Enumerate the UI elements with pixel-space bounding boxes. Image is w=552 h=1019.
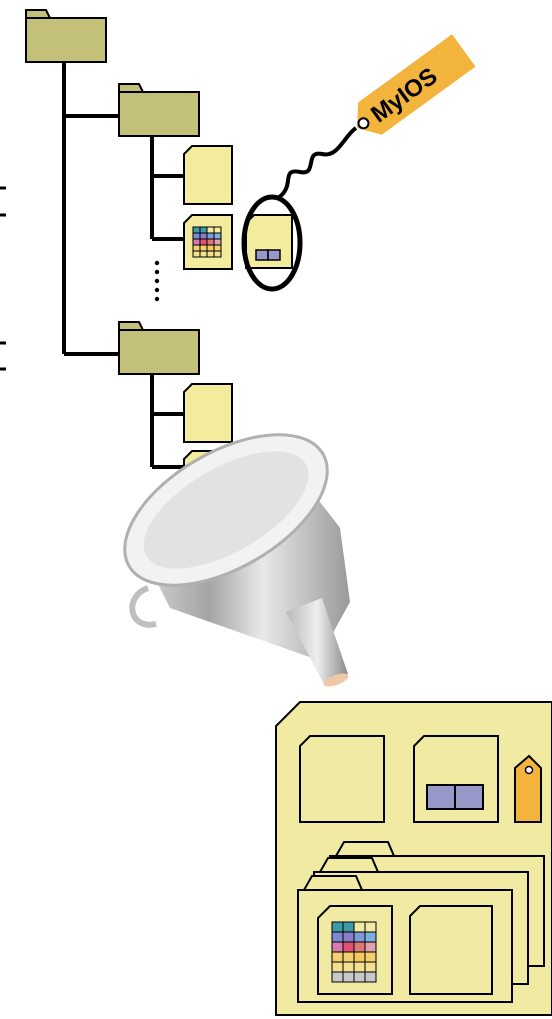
left-edge-marks xyxy=(0,188,6,369)
subfolder-2-icon xyxy=(119,322,199,374)
tag-icon xyxy=(515,756,541,822)
table-document-icon xyxy=(184,215,232,269)
document-icon xyxy=(300,736,384,822)
funnel-icon xyxy=(100,404,352,689)
vertical-ellipsis xyxy=(155,261,159,301)
document-icon xyxy=(184,384,232,442)
root-folder-icon xyxy=(26,10,106,62)
table-document-icon xyxy=(318,906,392,994)
tagged-document-icon xyxy=(414,736,498,822)
bundle-icon xyxy=(276,702,552,1015)
tagged-document-icon xyxy=(246,215,292,268)
document-icon xyxy=(410,906,492,994)
document-icon xyxy=(184,146,232,204)
tag-icon: MyIOS xyxy=(345,34,475,144)
tag-string xyxy=(278,128,356,198)
subfolder-1-icon xyxy=(119,84,199,136)
